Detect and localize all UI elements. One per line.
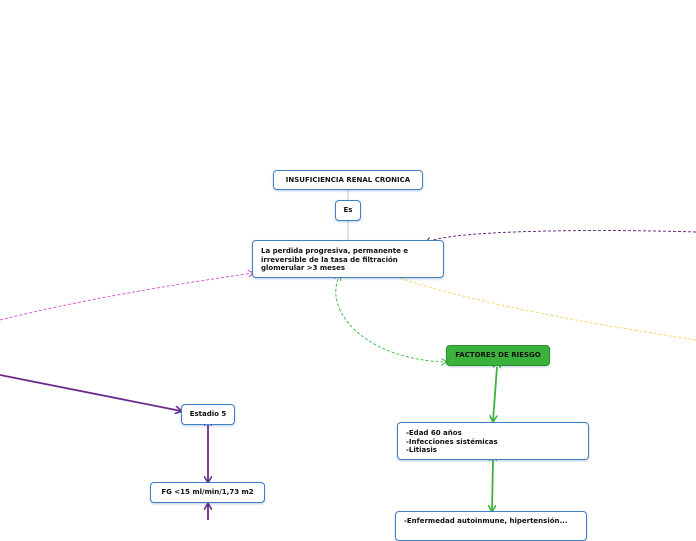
connector-green-risk-list: [493, 367, 497, 421]
node-root[interactable]: INSUFICIENCIA RENAL CRONICA: [273, 170, 423, 190]
node-risk-factors[interactable]: FACTORES DE RIESGO: [446, 345, 550, 366]
connector-purple-right: [430, 230, 696, 241]
node-fg[interactable]: FG <15 ml/min/1,73 m2: [150, 482, 265, 503]
node-risk-list[interactable]: -Edad 60 años -Infecciones sistémicas -L…: [397, 422, 589, 460]
mindmap-connectors: [0, 189, 696, 520]
connector-purple-left-stage5: [0, 374, 181, 411]
node-partial[interactable]: -Enfermedad autoinmune, hipertensión...: [395, 511, 587, 541]
connector-yellow-right: [399, 277, 696, 341]
connector-green-definition-risk: [336, 279, 446, 362]
node-stage5[interactable]: Estadio 5: [181, 404, 235, 425]
connector-magenta-left: [0, 273, 253, 321]
node-es[interactable]: Es: [335, 200, 361, 221]
node-definition[interactable]: La perdida progresiva, permanente e irre…: [252, 240, 444, 278]
connector-green-list-partial: [492, 460, 493, 511]
